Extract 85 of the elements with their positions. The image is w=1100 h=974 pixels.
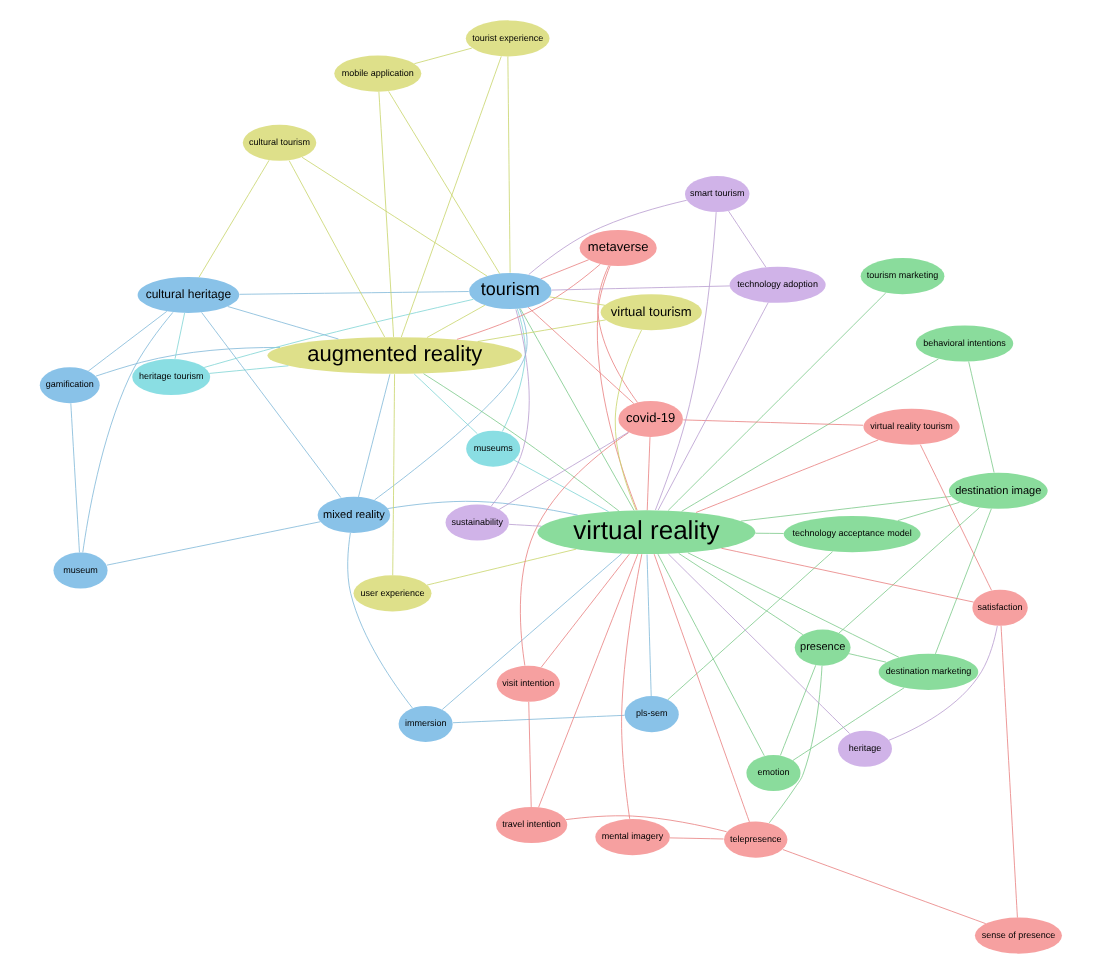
- node-ellipse: virtual reality: [536, 510, 755, 555]
- connector: [476, 319, 606, 342]
- connector: [656, 553, 764, 757]
- connector: [613, 329, 641, 511]
- connector: [727, 210, 766, 268]
- connector: [94, 347, 280, 377]
- connector: [677, 553, 803, 635]
- connector: [105, 521, 320, 566]
- connector: [173, 312, 184, 360]
- connector: [391, 373, 394, 576]
- connector: [967, 361, 994, 473]
- connector: [300, 156, 487, 277]
- connector: [847, 653, 886, 663]
- connector: [425, 304, 485, 338]
- connector: [519, 432, 629, 666]
- connector: [681, 419, 863, 426]
- connector: [207, 365, 288, 374]
- connector: [652, 553, 749, 823]
- connector: [346, 532, 412, 709]
- connector: [837, 507, 979, 634]
- connector: [387, 91, 500, 274]
- connector: [547, 296, 605, 306]
- connector: [656, 302, 768, 511]
- connector: [226, 306, 338, 340]
- connector: [451, 714, 625, 724]
- connector: [512, 459, 608, 513]
- connector: [238, 291, 469, 295]
- connector: [197, 159, 269, 278]
- connector: [596, 265, 637, 403]
- connector: [539, 553, 629, 668]
- connector: [999, 625, 1017, 918]
- connector: [526, 306, 634, 404]
- connector: [455, 263, 600, 340]
- connector: [69, 403, 79, 553]
- connector: [507, 523, 541, 527]
- connector: [781, 849, 986, 925]
- connector: [720, 547, 974, 603]
- connector: [666, 551, 832, 700]
- connector: [377, 91, 393, 338]
- connector: [527, 701, 531, 808]
- connector: [645, 554, 651, 697]
- connector: [386, 500, 578, 516]
- connector: [620, 553, 642, 820]
- connector: [422, 373, 619, 512]
- connector: [896, 501, 959, 521]
- connector: [489, 308, 529, 507]
- node-ellipse: augmented reality: [266, 337, 521, 374]
- connector: [668, 837, 723, 840]
- connector: [412, 373, 477, 435]
- connector: [440, 553, 622, 710]
- connector: [81, 311, 173, 553]
- connector: [399, 55, 501, 338]
- connector: [887, 625, 997, 741]
- connector: [739, 496, 951, 522]
- connector: [550, 285, 730, 291]
- connector: [86, 311, 167, 372]
- connector: [357, 373, 390, 498]
- connector: [501, 308, 525, 432]
- connector: [539, 259, 589, 280]
- connector: [373, 308, 527, 501]
- connector: [527, 199, 687, 275]
- connector: [518, 308, 634, 511]
- connector: [202, 298, 473, 368]
- connector: [934, 508, 991, 655]
- connector: [595, 265, 637, 511]
- connector: [767, 665, 822, 824]
- connector: [686, 552, 899, 658]
- connector: [497, 431, 628, 510]
- connector: [919, 444, 991, 591]
- connector: [694, 439, 878, 513]
- connector: [791, 687, 904, 761]
- connector: [200, 312, 341, 499]
- connector: [666, 292, 886, 511]
- connector: [645, 436, 650, 511]
- connector: [287, 160, 385, 338]
- connector: [654, 211, 716, 511]
- connector: [779, 664, 816, 756]
- connector: [425, 548, 576, 586]
- connector: [754, 532, 784, 534]
- connector: [564, 815, 727, 833]
- connector: [412, 47, 472, 65]
- connector: [537, 553, 638, 808]
- node-ellipse: tourism: [468, 273, 551, 310]
- connector: [680, 358, 938, 512]
- connector: [506, 56, 510, 274]
